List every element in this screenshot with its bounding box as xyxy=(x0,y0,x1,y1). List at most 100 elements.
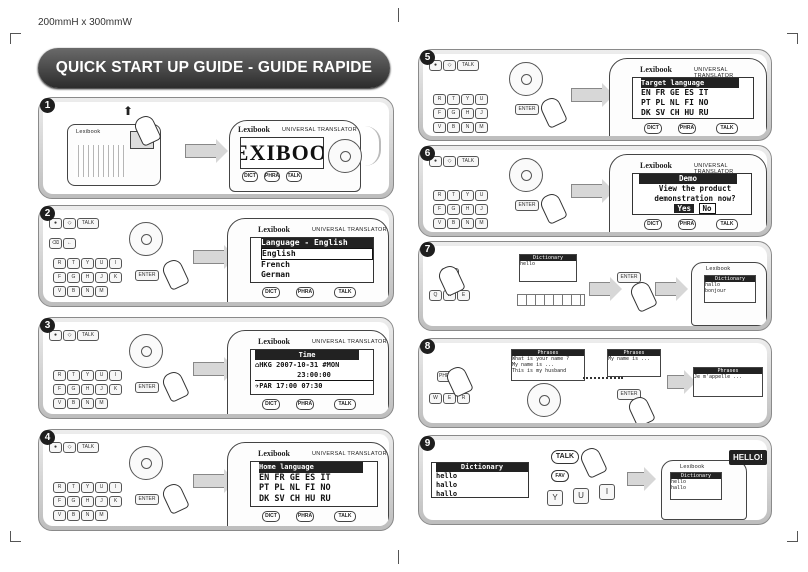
step-3-talk-softkey[interactable]: TALK xyxy=(334,399,356,410)
step-6-lcd: Demo View the product demonstration now?… xyxy=(632,173,752,215)
step-7-result-line-2: bonjour xyxy=(705,288,727,294)
step-5-talk-key[interactable]: TALK xyxy=(457,60,479,71)
step-2-dict-key[interactable]: DICT xyxy=(262,287,280,298)
step-8-dpad[interactable] xyxy=(527,383,561,417)
step-2-lcd-item-1[interactable]: English xyxy=(261,248,373,260)
step-1-arrow-icon xyxy=(185,139,228,163)
step-4-enter-key[interactable]: ENTER xyxy=(135,494,159,505)
step-6-talk-softkey[interactable]: TALK xyxy=(716,219,738,230)
step-9-result-line-2: hallo xyxy=(671,485,687,491)
step-3-brand: Lexibook xyxy=(258,337,291,346)
step-7-mini-line-1: hello xyxy=(520,261,536,267)
step-6-talk-key[interactable]: TALK xyxy=(457,156,479,167)
step-3-clock: 23:00:00 xyxy=(297,371,331,379)
step-8-enter-key[interactable]: ENTER xyxy=(617,389,641,400)
step-4-talk-softkey[interactable]: TALK xyxy=(334,511,356,522)
step-6-lcd-header: Demo xyxy=(639,174,737,184)
step-2-talk-softkey[interactable]: TALK xyxy=(334,287,356,298)
step-3-lcd: Time ⌂HKG 2007-10-31 #MON 23:00:00 ✈PAR … xyxy=(250,349,374,395)
step-5-lcd: Target language EN FR GE ES IT PT PL NL … xyxy=(632,77,754,119)
step-4-lcd-header: Home language xyxy=(259,462,363,473)
step-6-arrow-icon xyxy=(571,179,614,203)
step-9-lcd-line-2: hallo xyxy=(436,481,458,489)
step-8-mini-line-1[interactable]: What is your name ? xyxy=(512,356,570,362)
step-4-phra-key[interactable]: PHRA xyxy=(296,511,314,522)
step-8-arrow-icon xyxy=(667,370,696,394)
step-7-enter-key[interactable]: ENTER xyxy=(617,272,641,283)
step-4-lang-row-2[interactable]: PT PL NL FI NO xyxy=(259,483,331,493)
step-9-result-header: Dictionary xyxy=(671,473,721,479)
step-4-dict-key[interactable]: DICT xyxy=(262,511,280,522)
step-4-lcd: Home language EN FR GE ES IT PT PL NL FI… xyxy=(250,461,378,507)
step-4-dpad[interactable] xyxy=(129,446,163,480)
step-number-6: 6 xyxy=(420,146,435,161)
step-2-enter-key[interactable]: ENTER xyxy=(135,270,159,281)
phra-key[interactable]: PHRA xyxy=(264,171,280,182)
step-8-mini-line-3[interactable]: This is my husband xyxy=(512,368,567,374)
step-9-hand-icon xyxy=(578,445,608,479)
step-1-dpad[interactable] xyxy=(328,139,362,173)
step-3-home-time: ⌂HKG 2007-10-31 #MON xyxy=(255,361,340,369)
step-3-alarm-time: 07:30 xyxy=(301,382,323,390)
step-9-key-u[interactable]: U xyxy=(573,488,589,504)
step-5-lang-row-1[interactable]: EN FR GE ES IT xyxy=(641,88,709,97)
step-9-talk-button[interactable]: TALK xyxy=(551,450,579,464)
step-6-enter-key[interactable]: ENTER xyxy=(515,200,539,211)
step-1-logo: LEXIBOOK xyxy=(241,140,323,165)
crop-mark-top-right xyxy=(787,33,798,44)
step-number-3: 3 xyxy=(40,318,55,333)
step-4-lang-row-1[interactable]: EN FR GE ES IT xyxy=(259,472,331,483)
step-5-dict-key[interactable]: DICT xyxy=(644,123,662,134)
page-size-label: 200mmH x 300mmW xyxy=(38,17,132,28)
step-1-lcd: LEXIBOOK xyxy=(240,137,324,169)
step-6-dpad[interactable] xyxy=(509,158,543,192)
step-4-lang-row-3[interactable]: DK SV CH HU RU xyxy=(259,493,331,504)
step-3-dict-key[interactable]: DICT xyxy=(262,399,280,410)
step-3-phra-key[interactable]: PHRA xyxy=(296,399,314,410)
step-number-2: 2 xyxy=(40,206,55,221)
step-5-enter-key[interactable]: ENTER xyxy=(515,104,539,115)
step-3-lcd-header: Time xyxy=(255,350,359,360)
step-5-lang-row-3[interactable]: DK SV CH HU RU xyxy=(641,108,709,117)
step-2-lcd-item-2[interactable]: French xyxy=(261,260,290,269)
step-3-tagline: UNIVERSAL TRANSLATOR xyxy=(312,339,387,345)
step-1-device: Lexibook UNIVERSAL TRANSLATOR LEXIBOOK D… xyxy=(229,120,362,192)
step-2-phra-key[interactable]: PHRA xyxy=(296,287,314,298)
step-8-mini-line-2[interactable]: My name is ... xyxy=(512,362,555,368)
step-2-talk-key[interactable]: TALK xyxy=(77,218,99,229)
step-3-enter-key[interactable]: ENTER xyxy=(135,382,159,393)
step-1-small-brand: Lexibook xyxy=(76,129,101,135)
step-8-result-line: Je m'appelle ... xyxy=(694,374,743,380)
step-9-brand: Lexibook xyxy=(680,464,705,470)
step-5-dpad[interactable] xyxy=(509,62,543,96)
talk-key[interactable]: TALK xyxy=(286,171,302,182)
step-6-no-option[interactable]: No xyxy=(698,203,716,214)
step-2-arrow-icon xyxy=(193,245,236,269)
step-9-device: Lexibook Dictionary hello hallo xyxy=(661,460,747,520)
step-5-lang-row-2[interactable]: PT PL NL FI NO xyxy=(641,98,709,107)
step-2-tagline: UNIVERSAL TRANSLATOR xyxy=(312,227,387,233)
step-5-talk-softkey[interactable]: TALK xyxy=(716,123,738,134)
step-2-lcd-item-3[interactable]: German xyxy=(261,270,290,279)
step-6-device: Lexibook UNIVERSAL TRANSLATOR Demo View … xyxy=(609,154,767,232)
step-7-panel: DICT QWE Dictionary hello ENTER Lexibook… xyxy=(418,241,772,331)
step-3-dpad[interactable] xyxy=(129,334,163,368)
step-3-talk-key[interactable]: TALK xyxy=(77,330,99,341)
step-6-yes-option[interactable]: Yes xyxy=(674,204,694,213)
dict-key[interactable]: DICT xyxy=(242,171,258,182)
step-2-dpad[interactable] xyxy=(129,222,163,256)
step-6-phra-key[interactable]: PHRA xyxy=(678,219,696,230)
step-9-key-y[interactable]: Y xyxy=(547,490,563,506)
step-9-panel: Dictionary hello hallo hallo TALK FAV Y … xyxy=(418,435,772,525)
step-4-talk-key[interactable]: TALK xyxy=(77,442,99,453)
step-6-dict-key[interactable]: DICT xyxy=(644,219,662,230)
step-9-key-i[interactable]: I xyxy=(599,484,615,500)
step-7-arrow-icon-1 xyxy=(589,277,622,301)
step-5-phra-key[interactable]: PHRA xyxy=(678,123,696,134)
step-number-8: 8 xyxy=(420,339,435,354)
step-9-fav-button[interactable]: FAV xyxy=(551,470,569,482)
